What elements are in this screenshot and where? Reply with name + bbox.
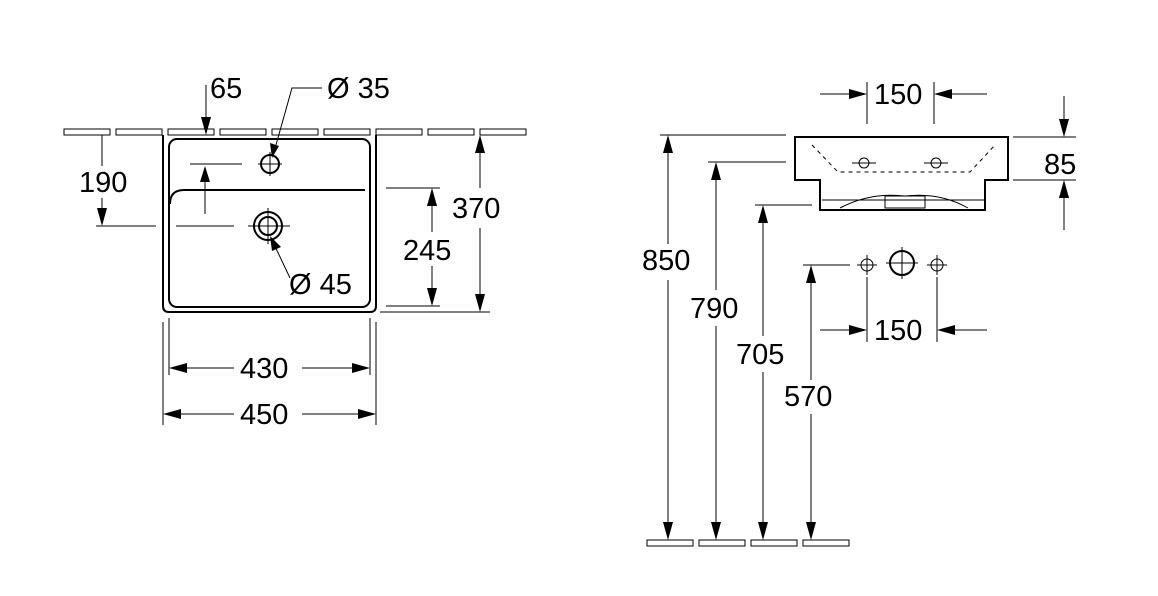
dim-705: 705 [736,204,812,540]
dim-top-spacing: 150 [820,79,987,124]
drain-connection-icon [886,247,918,279]
dim-tap-offset: 65 [201,73,242,135]
dim-inner-width: 430 [162,318,377,425]
connection-symbols [857,247,947,279]
water-connection-right-icon [927,255,947,275]
dim-outlet-height-label: 570 [784,381,832,413]
dim-top-spacing-label: 150 [874,79,922,111]
dim-bottom-spacing-label: 150 [874,315,922,347]
dim-tap-height: 190 [79,135,156,227]
dim-705-label: 705 [736,339,784,371]
dim-tap-offset-label: 65 [210,73,242,105]
side-tap-holes [852,157,948,169]
dim-rim-height-label: 850 [642,245,690,277]
dim-tap-height-label: 190 [79,167,127,199]
dim-drain-depth: 245 [386,187,451,307]
dim-bowl-height: 85 [1013,96,1076,230]
dim-outlet-height: 570 [784,264,850,540]
dim-outer-width: 450 [163,399,376,431]
dim-tap-hole: Ø 35 [270,73,390,158]
dim-inner-width-label: 430 [240,353,288,385]
tap-hole-icon [258,152,282,176]
dim-bowl-height-label: 85 [1044,149,1076,181]
dim-790-label: 790 [690,293,738,325]
dim-drain-hole-label: Ø 45 [289,269,352,301]
dim-drain-depth-label: 245 [403,235,451,267]
dim-rim-height: 850 [642,134,786,540]
dim-depth-total: 370 [380,135,500,313]
water-connection-left-icon [857,255,877,275]
dim-tap-hole-label: Ø 35 [327,73,390,105]
dim-depth-total-label: 370 [452,193,500,225]
dim-drain-hole: Ø 45 [270,236,352,301]
dim-tap-depth [200,166,210,214]
dim-bottom-spacing: 150 [820,277,987,347]
basin-side-outline [794,136,1009,211]
drain-icon [248,208,290,244]
front-view: 65 Ø 35 190 [63,73,527,431]
floor-line [646,539,850,547]
dim-outer-width-label: 450 [240,399,288,431]
wall-line [63,128,527,136]
side-view: 150 85 850 [642,79,1076,547]
basin-outline [162,135,377,313]
dim-790: 790 [690,161,786,540]
